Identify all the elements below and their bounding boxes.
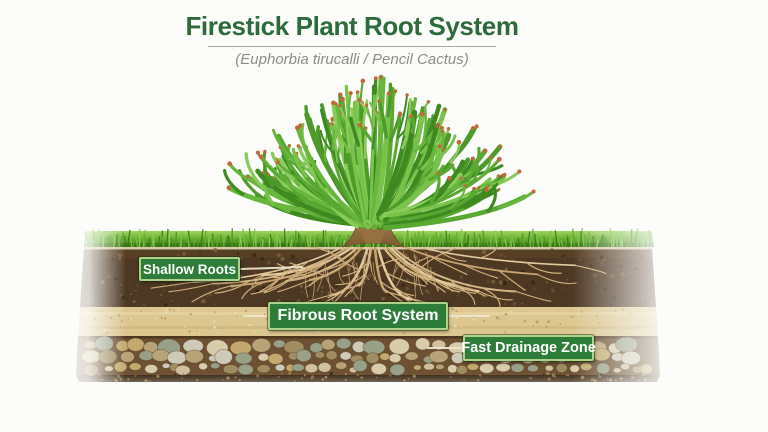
pencil-cactus-stems xyxy=(223,74,536,244)
label-text: Fast Drainage Zone xyxy=(461,340,596,356)
fibrous-roots xyxy=(150,236,607,316)
label-fibrous-root-system: Fibrous Root System xyxy=(268,302,448,330)
label-shallow-roots: Shallow Roots xyxy=(139,257,240,281)
label-text: Fibrous Root System xyxy=(277,307,439,324)
header: Firestick Plant Root System (Euphorbia t… xyxy=(0,11,736,68)
shallow-roots-leader-line xyxy=(240,266,303,270)
gravel-top-line xyxy=(78,336,658,339)
label-fast-drainage-zone: Fast Drainage Zone xyxy=(461,335,596,361)
edge-fade-overlays xyxy=(50,206,740,402)
subtitle: (Euphorbia tirucalli / Pencil Cactus) xyxy=(235,51,469,68)
left-fade xyxy=(52,206,126,398)
bottom-fade xyxy=(50,374,740,402)
label-text: Shallow Roots xyxy=(142,261,236,277)
leader-lines xyxy=(240,266,490,349)
right-fade xyxy=(572,206,678,398)
title-divider xyxy=(208,46,496,47)
page-title: Firestick Plant Root System xyxy=(185,11,519,41)
